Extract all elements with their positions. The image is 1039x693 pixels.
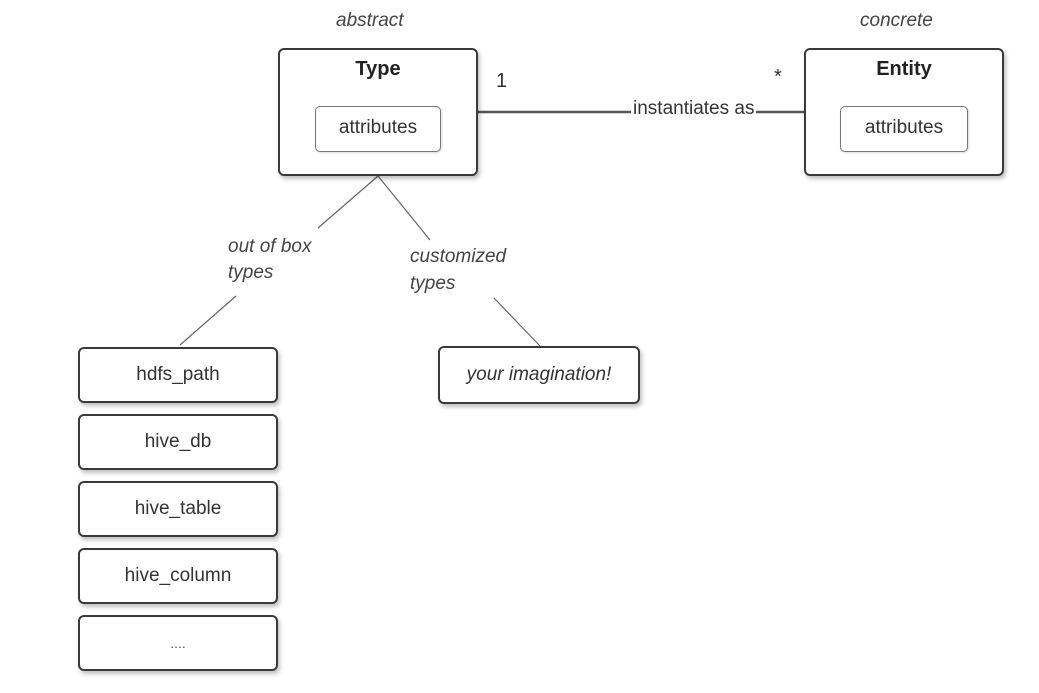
customized-connector-upper xyxy=(377,175,431,241)
custom-type-box[interactable]: your imagination! xyxy=(438,346,640,404)
out-of-box-label-line-1: out of box xyxy=(228,236,312,257)
multiplicity-many-label: * xyxy=(774,66,782,88)
out-of-box-types-label: out of box types xyxy=(228,234,311,286)
customized-types-label: customized types xyxy=(410,243,506,297)
builtin-type-hive-column[interactable]: hive_column xyxy=(78,548,278,604)
abstract-stereotype-label: abstract xyxy=(336,10,404,31)
entity-class-box[interactable]: Entity attributes xyxy=(804,48,1004,176)
builtin-type-hive-table[interactable]: hive_table xyxy=(78,481,278,537)
entity-class-title: Entity xyxy=(876,58,932,80)
concrete-stereotype-label: concrete xyxy=(860,10,933,31)
multiplicity-one-label: 1 xyxy=(496,70,508,92)
builtin-type-hdfs-path[interactable]: hdfs_path xyxy=(78,347,278,403)
out-of-box-connector-lower xyxy=(179,295,237,346)
customized-label-line-1: customized xyxy=(410,246,507,267)
out-of-box-connector-upper xyxy=(317,175,379,229)
builtin-type-more[interactable]: .... xyxy=(78,615,278,671)
out-of-box-label-line-2: types xyxy=(228,262,274,283)
customized-label-line-2: types xyxy=(410,273,456,294)
type-attributes-compartment: attributes xyxy=(315,106,441,152)
type-class-title: Type xyxy=(355,58,401,80)
type-class-box[interactable]: Type attributes xyxy=(278,48,478,176)
customized-connector-lower xyxy=(493,297,541,347)
entity-attributes-compartment: attributes xyxy=(840,106,968,152)
association-label: instantiates as xyxy=(631,98,757,120)
builtin-type-hive-db[interactable]: hive_db xyxy=(78,414,278,470)
